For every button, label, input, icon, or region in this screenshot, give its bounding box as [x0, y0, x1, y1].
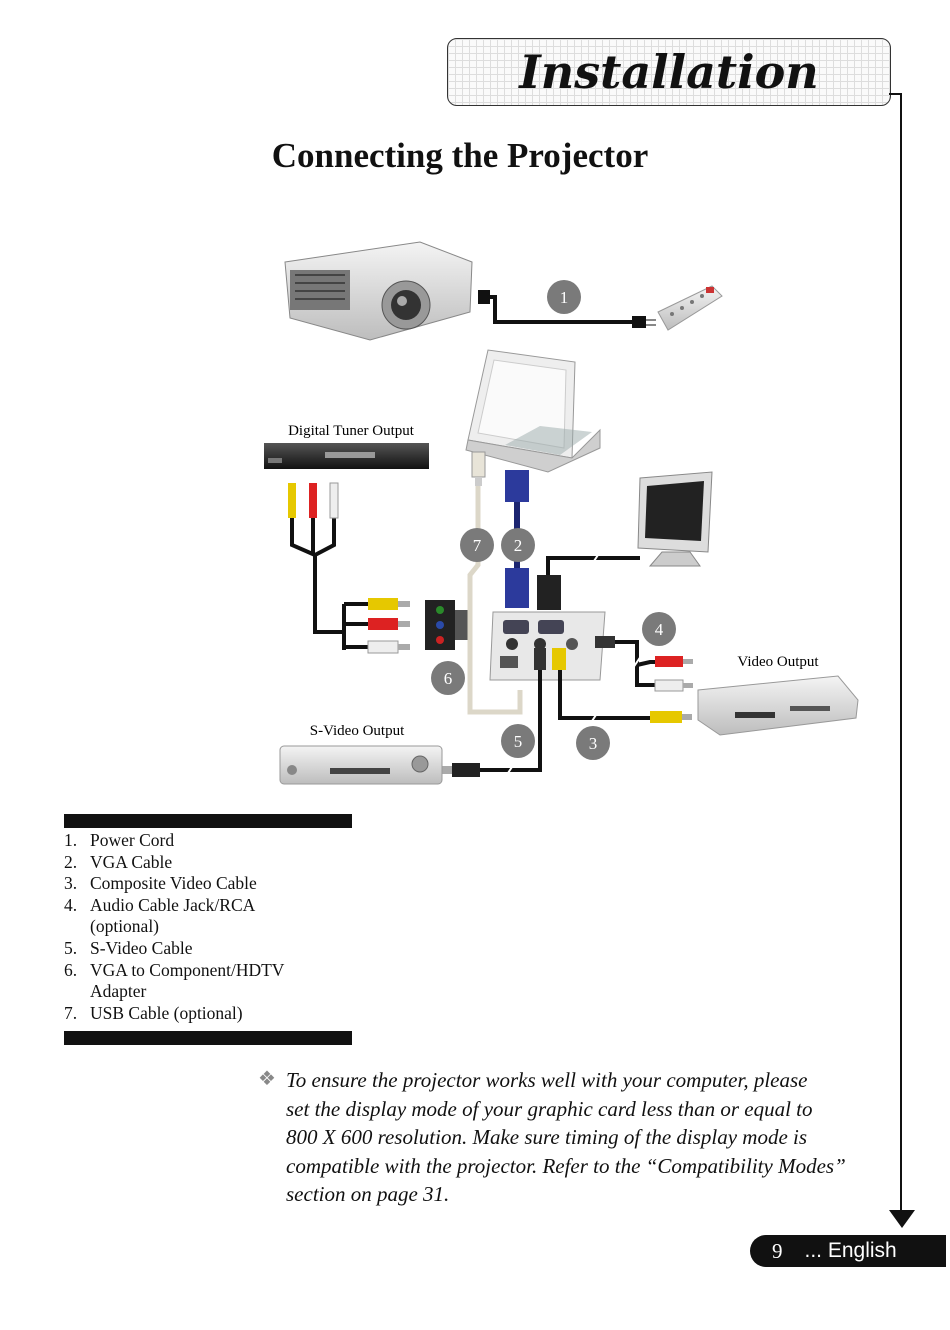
monitor-icon — [637, 471, 713, 567]
callout-2: 2 — [501, 528, 535, 562]
list-item: 3.Composite Video Cable — [64, 873, 257, 894]
callout-7: 7 — [460, 528, 494, 562]
callout-3: 3 — [576, 726, 610, 760]
note-text: To ensure the projector works well with … — [286, 1068, 846, 1206]
legend-top-bar — [64, 814, 352, 828]
section-title: Connecting the Projector — [271, 136, 649, 175]
header-tab — [447, 38, 891, 106]
svideo-output-label: S-Video Output — [310, 723, 405, 739]
svg-text:2: 2 — [514, 536, 523, 555]
video-player-icon — [697, 675, 859, 736]
digital-tuner-label: Digital Tuner Output — [288, 423, 415, 439]
list-item: 6.VGA to Component/HDTV Adapter — [64, 959, 285, 1002]
power-strip-icon — [657, 285, 723, 331]
page-title: Installation — [519, 45, 819, 99]
page-number: 9 — [772, 1238, 783, 1263]
header-connector — [889, 93, 901, 95]
svg-text:4: 4 — [655, 620, 664, 639]
list-item: 2.VGA Cable — [64, 851, 173, 872]
digital-tuner-icon — [264, 443, 429, 469]
language-label: ... English — [804, 1239, 897, 1262]
laptop-icon — [465, 349, 601, 473]
svg-text:5: 5 — [514, 732, 523, 751]
side-rule — [900, 93, 902, 1213]
down-arrow-icon — [889, 1210, 915, 1228]
video-output-label: Video Output — [737, 654, 819, 670]
legend-list: 1.Power Cord 2.VGA Cable 3.Composite Vid… — [64, 830, 364, 1024]
connection-diagram: Digital Tuner Output — [264, 241, 859, 785]
callout-4: 4 — [642, 612, 676, 646]
list-item: 5.S-Video Cable — [64, 937, 193, 958]
legend-bottom-bar — [64, 1031, 352, 1045]
callout-5: 5 — [501, 724, 535, 758]
svg-text:6: 6 — [444, 669, 453, 688]
svg-text:7: 7 — [473, 536, 482, 555]
callout-1: 1 — [547, 280, 581, 314]
page-footer-tab: 9 ... English — [750, 1235, 946, 1267]
svg-text:1: 1 — [560, 288, 569, 307]
io-panel-icon — [489, 611, 606, 681]
list-item: 1.Power Cord — [64, 830, 175, 850]
callout-6: 6 — [431, 661, 465, 695]
component-adapter-icon — [425, 600, 469, 650]
list-item: 4.Audio Cable Jack/RCA (optional) — [64, 894, 255, 937]
diamond-bullet-icon: ❖ — [258, 1066, 276, 1090]
list-item: 7.USB Cable (optional) — [64, 1002, 243, 1023]
svg-text:3: 3 — [589, 734, 598, 753]
projector-icon — [284, 241, 473, 341]
svideo-player-icon — [279, 745, 443, 785]
